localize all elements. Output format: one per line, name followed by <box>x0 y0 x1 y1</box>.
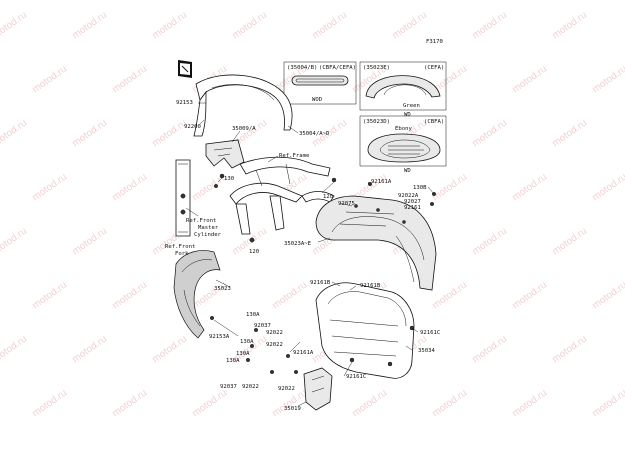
inset-variant: (CEFA) <box>424 65 444 71</box>
label-92161C-right: 92161C <box>420 330 440 336</box>
label-130A-2: 130A <box>240 339 254 345</box>
label-92022-4: 92022 <box>278 386 295 392</box>
inset-code: (35023D) <box>363 119 390 125</box>
label-35009A: 35009/A <box>232 126 256 132</box>
label-92022-3: 92022 <box>242 384 259 390</box>
label-120-a: 120 <box>323 194 333 200</box>
label-ref-fork-1: Ref.Front <box>165 244 195 250</box>
label-35023AE: 35023A~E <box>284 241 312 247</box>
label-130A-4: 130A <box>226 358 240 364</box>
label-ref-master-2: Master <box>198 225 219 231</box>
label-92153: 92153 <box>176 100 193 106</box>
inset-code: (35023E) <box>363 65 390 71</box>
inset-wd-caption: WD <box>404 168 411 174</box>
label-92161B-b: 92161B <box>360 283 381 289</box>
label-130: 130 <box>224 176 234 182</box>
inset-variant: (CBFA/CEFA) <box>319 65 356 71</box>
label-ref-master-3: Cylinder <box>194 232 222 238</box>
leader-lines <box>185 102 435 407</box>
side-cover <box>173 250 221 339</box>
label-92037-2: 92037 <box>220 384 237 390</box>
inset-code: (35004/B) <box>287 65 317 71</box>
inset-caption: Ebony <box>395 126 412 132</box>
label-ref-fork-2: Fork <box>175 251 189 257</box>
label-92161C-bottom: 92161C <box>346 374 366 380</box>
front-direction-tag <box>178 60 192 78</box>
frame-ref <box>229 156 337 243</box>
rear-fender <box>315 195 437 291</box>
label-35004AD: 35004/A~D <box>299 131 330 137</box>
label-35019: 35019 <box>284 406 301 412</box>
inset-wd-caption: WD <box>404 112 411 118</box>
label-92027: 92027 <box>404 199 421 205</box>
front-fender <box>193 74 293 137</box>
label-92161B-a: 92161B <box>310 280 331 286</box>
inset-variant: (CBFA) <box>424 119 444 125</box>
label-ref-master-1: Ref.Front <box>186 218 216 224</box>
inner-fender <box>315 282 415 379</box>
label-120-b: 120 <box>249 249 259 255</box>
label-92037-1: 92037 <box>254 323 271 329</box>
fender-bracket <box>205 139 245 188</box>
part-labels: 92153 92200 35009/A 35004/A~D Ref.Frame … <box>165 100 440 412</box>
label-130A-1: 130A <box>246 312 260 318</box>
inset-box-35023E: (35023E) (CEFA) Green <box>359 61 447 111</box>
inset-caption: Green <box>403 103 420 109</box>
fastener-cluster <box>209 181 437 375</box>
label-130A-3: 130A <box>236 351 250 357</box>
inset-box-35023D: (35023D) (CBFA) Ebony <box>359 115 447 167</box>
label-92022-1: 92022 <box>266 330 283 336</box>
label-130B: 130B <box>413 185 427 191</box>
label-92022-2: 92022 <box>266 342 283 348</box>
label-92161A-mid: 92161A <box>293 350 314 356</box>
front-fork-ref <box>175 159 191 237</box>
label-92161: 92161 <box>404 205 421 211</box>
label-ref-frame: Ref.Frame <box>279 153 310 159</box>
inset-caption: WOD <box>312 97 323 103</box>
label-92022A: 92022A <box>398 193 419 199</box>
inset-box-35004B: (35004/B) (CBFA/CEFA) WOD <box>283 61 357 105</box>
label-92075: 92075 <box>338 201 355 207</box>
label-35023: 35023 <box>214 286 231 292</box>
license-bracket <box>303 367 333 411</box>
label-92153A: 92153A <box>209 334 230 340</box>
label-92200: 92200 <box>184 124 201 130</box>
label-35034: 35034 <box>418 348 435 354</box>
label-92161A: 92161A <box>371 179 392 185</box>
diagram-ref-code: F3170 <box>426 39 443 45</box>
